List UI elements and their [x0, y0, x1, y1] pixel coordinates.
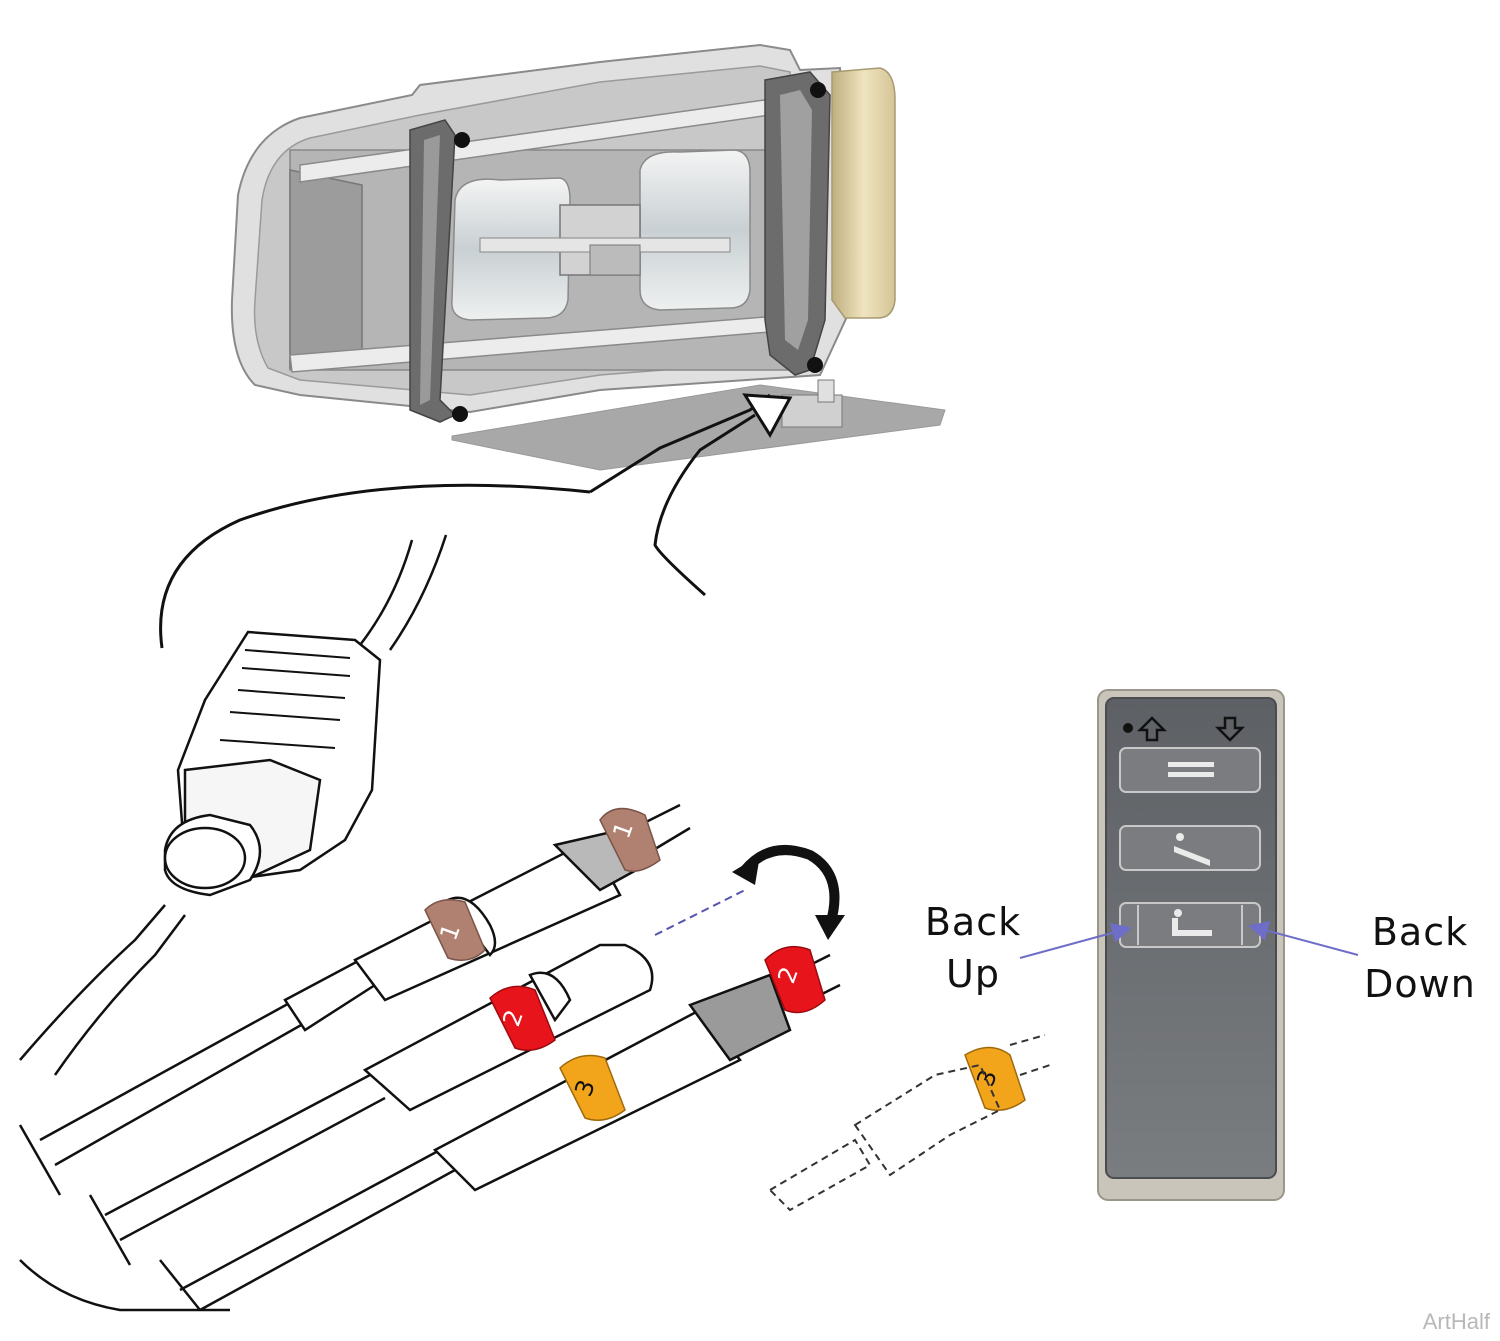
caster	[452, 406, 468, 422]
main-cable	[359, 534, 448, 651]
back-down-label: Back Down	[1358, 906, 1482, 1010]
back-down-label-line1: Back	[1371, 910, 1469, 954]
loose-plug-tail	[1009, 1034, 1051, 1076]
back-down-label-line2: Down	[1364, 962, 1476, 1006]
connector-ribs	[219, 649, 351, 749]
cable-2-plug-ring	[528, 971, 572, 1023]
loose-plug-body	[853, 1063, 1002, 1177]
connector-bracket-detail	[817, 379, 835, 403]
flat-bed-icon	[1168, 762, 1214, 777]
caster	[454, 132, 470, 148]
cable-marker-1: 1 1	[424, 807, 661, 961]
detail-callout-bubble	[159, 393, 793, 649]
back-down-arrow	[1248, 921, 1359, 956]
pendant-controller	[1097, 689, 1285, 1201]
back-up-label: Back Up	[918, 896, 1028, 1000]
cable-3-wire	[179, 1148, 456, 1312]
cable-3-plug-tip	[688, 973, 792, 1062]
air-bladder-right	[639, 149, 751, 311]
cable-marker-2: 2 2	[489, 945, 826, 1051]
trendelenburg-button[interactable]	[1119, 825, 1261, 871]
up-arrow-icon	[1136, 716, 1168, 742]
marker-band	[424, 899, 486, 961]
back-adjust-button[interactable]	[1119, 902, 1261, 948]
marker-band	[559, 1054, 626, 1121]
back-up-arrow	[1019, 923, 1132, 959]
harness-bottom	[19, 1259, 230, 1312]
bed-base-frame	[230, 43, 946, 471]
back-up-label-line2: Up	[946, 952, 1000, 996]
back-frame-right-face	[780, 90, 812, 350]
harness-outer	[19, 904, 186, 1076]
caster	[810, 82, 826, 98]
marker-band	[489, 985, 556, 1051]
center-box	[589, 244, 641, 276]
down-arrow-icon	[1214, 716, 1246, 742]
loose-plug-3	[768, 1034, 1051, 1212]
bubble-outline	[653, 413, 756, 597]
left-panel	[289, 169, 363, 369]
back-up-label-line1: Back	[924, 900, 1022, 944]
cable-2-wire	[104, 1073, 386, 1242]
trendelenburg-icon	[1174, 833, 1210, 866]
marker-band	[764, 945, 826, 1014]
cable-assembly	[18, 534, 841, 1312]
cushion-tan	[831, 67, 896, 319]
marker-band	[964, 1046, 1026, 1111]
marker-band	[599, 807, 661, 872]
flat-bed-button[interactable]	[1119, 747, 1261, 793]
back-recline-icon	[1172, 909, 1212, 936]
front-frame-left-face	[420, 135, 440, 405]
connector-ring	[163, 826, 247, 890]
cable-marker-3: 3 3	[559, 1046, 1026, 1121]
bubble-outline	[159, 483, 591, 649]
status-led	[1123, 723, 1133, 733]
caster	[807, 357, 823, 373]
alignment-guide	[654, 889, 746, 936]
watermark: ArtHalf	[1422, 1309, 1490, 1334]
rotate-arrow-icon	[732, 845, 845, 940]
cable-1-wire	[39, 998, 311, 1167]
callout-arrowhead	[742, 393, 793, 438]
loose-plug-tip	[768, 1138, 872, 1212]
harness-wrap	[18, 1124, 201, 1311]
